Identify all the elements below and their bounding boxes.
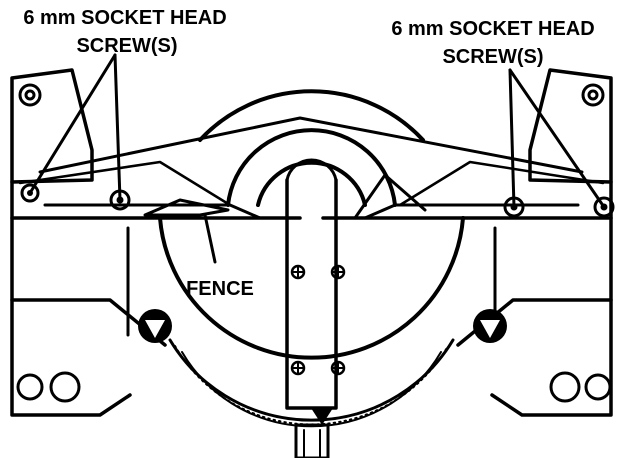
right-screw-label-line1: 6 mm SOCKET HEAD [391, 18, 594, 40]
corner-bolt [551, 373, 610, 401]
lock-knob [138, 309, 172, 343]
saw-base-frame [12, 70, 611, 415]
arm-screw [332, 362, 344, 374]
left-screw-label-line1: 6 mm SOCKET HEAD [23, 7, 226, 29]
corner-bolt [20, 85, 40, 105]
fence [145, 200, 228, 215]
arm-screw [292, 266, 304, 278]
arm-screw [332, 266, 344, 278]
fence-label: FENCE [186, 278, 254, 300]
corner-bolt [583, 85, 603, 105]
arm-screw [292, 362, 304, 374]
corner-bolt [18, 373, 79, 401]
lock-knob [473, 309, 507, 343]
miter-handle [296, 425, 328, 458]
right-screw-label-line2: SCREW(S) [442, 46, 543, 68]
left-screw-label-line2: SCREW(S) [76, 35, 177, 57]
